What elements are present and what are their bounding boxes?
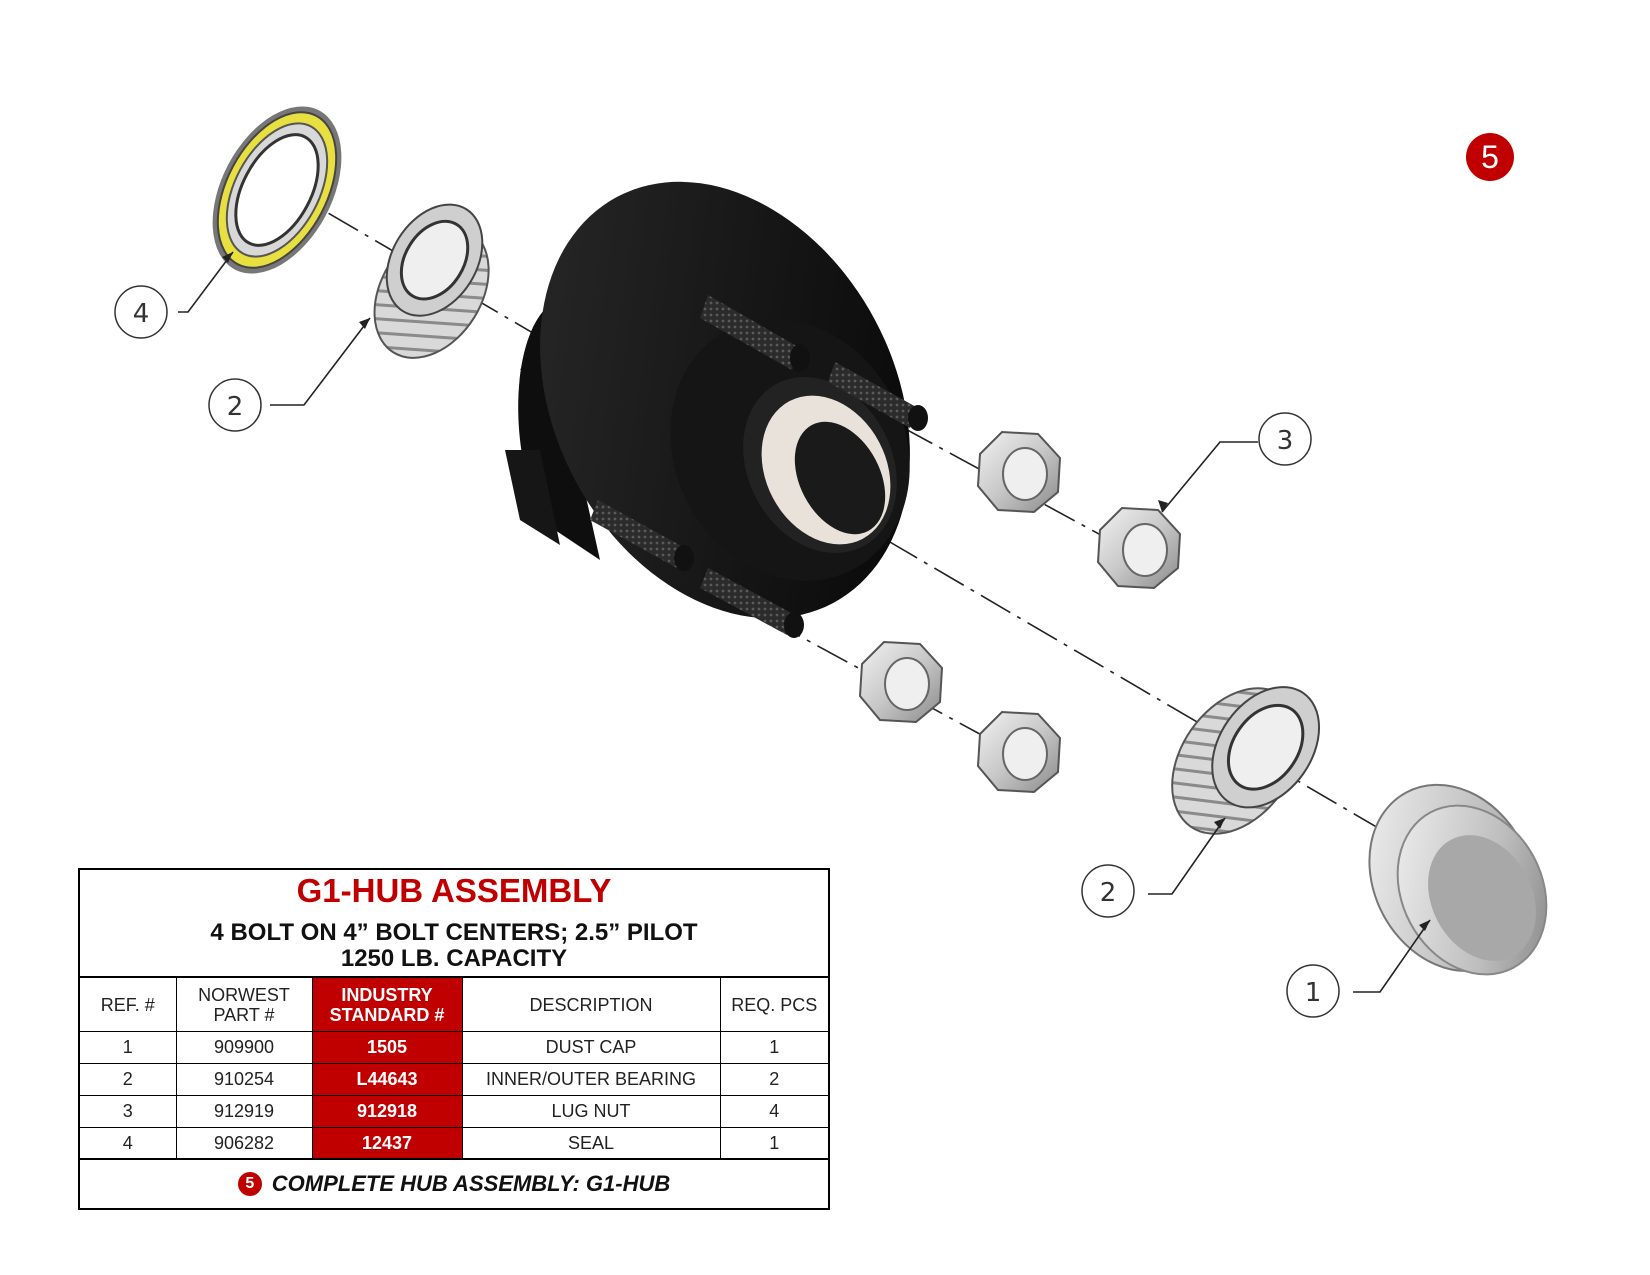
callout-balloon-2-inner: 2 (208, 378, 262, 432)
assembly-badge: 5 (1466, 133, 1514, 181)
lug-nut-4 (976, 710, 1062, 794)
cell-norwest: 906282 (175, 1127, 313, 1160)
table-row: 2 910254 L44643 INNER/OUTER BEARING 2 (80, 1063, 828, 1096)
callout-label-2-outer: 2 (1100, 878, 1117, 908)
cell-req: 1 (719, 1031, 828, 1064)
table-row: 3 912919 912918 LUG NUT 4 (80, 1095, 828, 1128)
callout-label-4: 4 (133, 299, 150, 329)
wheel-studs (590, 295, 928, 638)
header-norwest-line2: PART # (213, 1004, 275, 1025)
parts-table: G1-HUB ASSEMBLY 4 BOLT ON 4” BOLT CENTER… (78, 868, 830, 1210)
lug-nut-3 (858, 640, 944, 724)
cell-ref: 4 (80, 1127, 177, 1160)
outer-bearing-part (1171, 686, 1321, 835)
footer-assembly-badge: 5 (237, 1172, 262, 1196)
cell-norwest: 912919 (175, 1095, 313, 1128)
cell-industry: 12437 (311, 1127, 463, 1160)
callout-leaders (178, 251, 1431, 993)
cell-req: 2 (719, 1063, 828, 1096)
cell-description: LUG NUT (461, 1095, 721, 1128)
header-ref: REF. # (80, 976, 177, 1032)
callout-label-1: 1 (1305, 978, 1322, 1008)
callout-label-2-inner: 2 (227, 392, 244, 422)
header-description: DESCRIPTION (461, 976, 721, 1032)
table-subtitle-bolt-pattern: 4 BOLT ON 4” BOLT CENTERS; 2.5” PILOT (210, 919, 698, 946)
cell-ref: 2 (80, 1063, 177, 1096)
callout-arrowheads (222, 252, 1430, 931)
cell-norwest: 910254 (175, 1063, 313, 1096)
cell-req: 4 (719, 1095, 828, 1128)
inner-bearing-part (373, 203, 490, 359)
footer-text: COMPLETE HUB ASSEMBLY: G1-HUB (271, 1171, 671, 1196)
callout-balloon-2-outer: 2 (1081, 864, 1135, 918)
dust-cap-part (1368, 783, 1548, 976)
callout-balloon-1: 1 (1286, 964, 1340, 1018)
header-norwest-line1: NORWEST (198, 984, 290, 1005)
header-req-pcs: REQ. PCS (719, 976, 828, 1032)
callout-balloon-3: 3 (1258, 412, 1312, 466)
lug-nuts (858, 430, 1182, 794)
cell-description: SEAL (461, 1127, 721, 1160)
seal-part (212, 106, 342, 274)
cell-ref: 3 (80, 1095, 177, 1128)
cell-req: 1 (719, 1127, 828, 1160)
lug-nut-1 (976, 430, 1062, 514)
table-subtitle-capacity: 1250 LB. CAPACITY (340, 945, 568, 972)
cell-norwest: 909900 (175, 1031, 313, 1064)
cell-industry: 912918 (311, 1095, 463, 1128)
table-footer: 5 COMPLETE HUB ASSEMBLY: G1-HUB (80, 1158, 828, 1208)
cell-description: INNER/OUTER BEARING (461, 1063, 721, 1096)
header-industry-line1: INDUSTRY (341, 984, 433, 1005)
cell-industry: 1505 (311, 1031, 463, 1064)
lug-nut-2 (1096, 506, 1182, 590)
table-row: 4 906282 12437 SEAL 1 (80, 1127, 828, 1160)
table-row: 1 909900 1505 DUST CAP 1 (80, 1031, 828, 1064)
cell-description: DUST CAP (461, 1031, 721, 1064)
callout-balloon-4: 4 (114, 285, 168, 339)
header-industry-line2: STANDARD # (329, 1004, 445, 1025)
cell-industry: L44643 (311, 1063, 463, 1096)
cell-ref: 1 (80, 1031, 177, 1064)
table-title: G1-HUB ASSEMBLY (296, 872, 612, 909)
callout-label-3: 3 (1277, 426, 1294, 456)
